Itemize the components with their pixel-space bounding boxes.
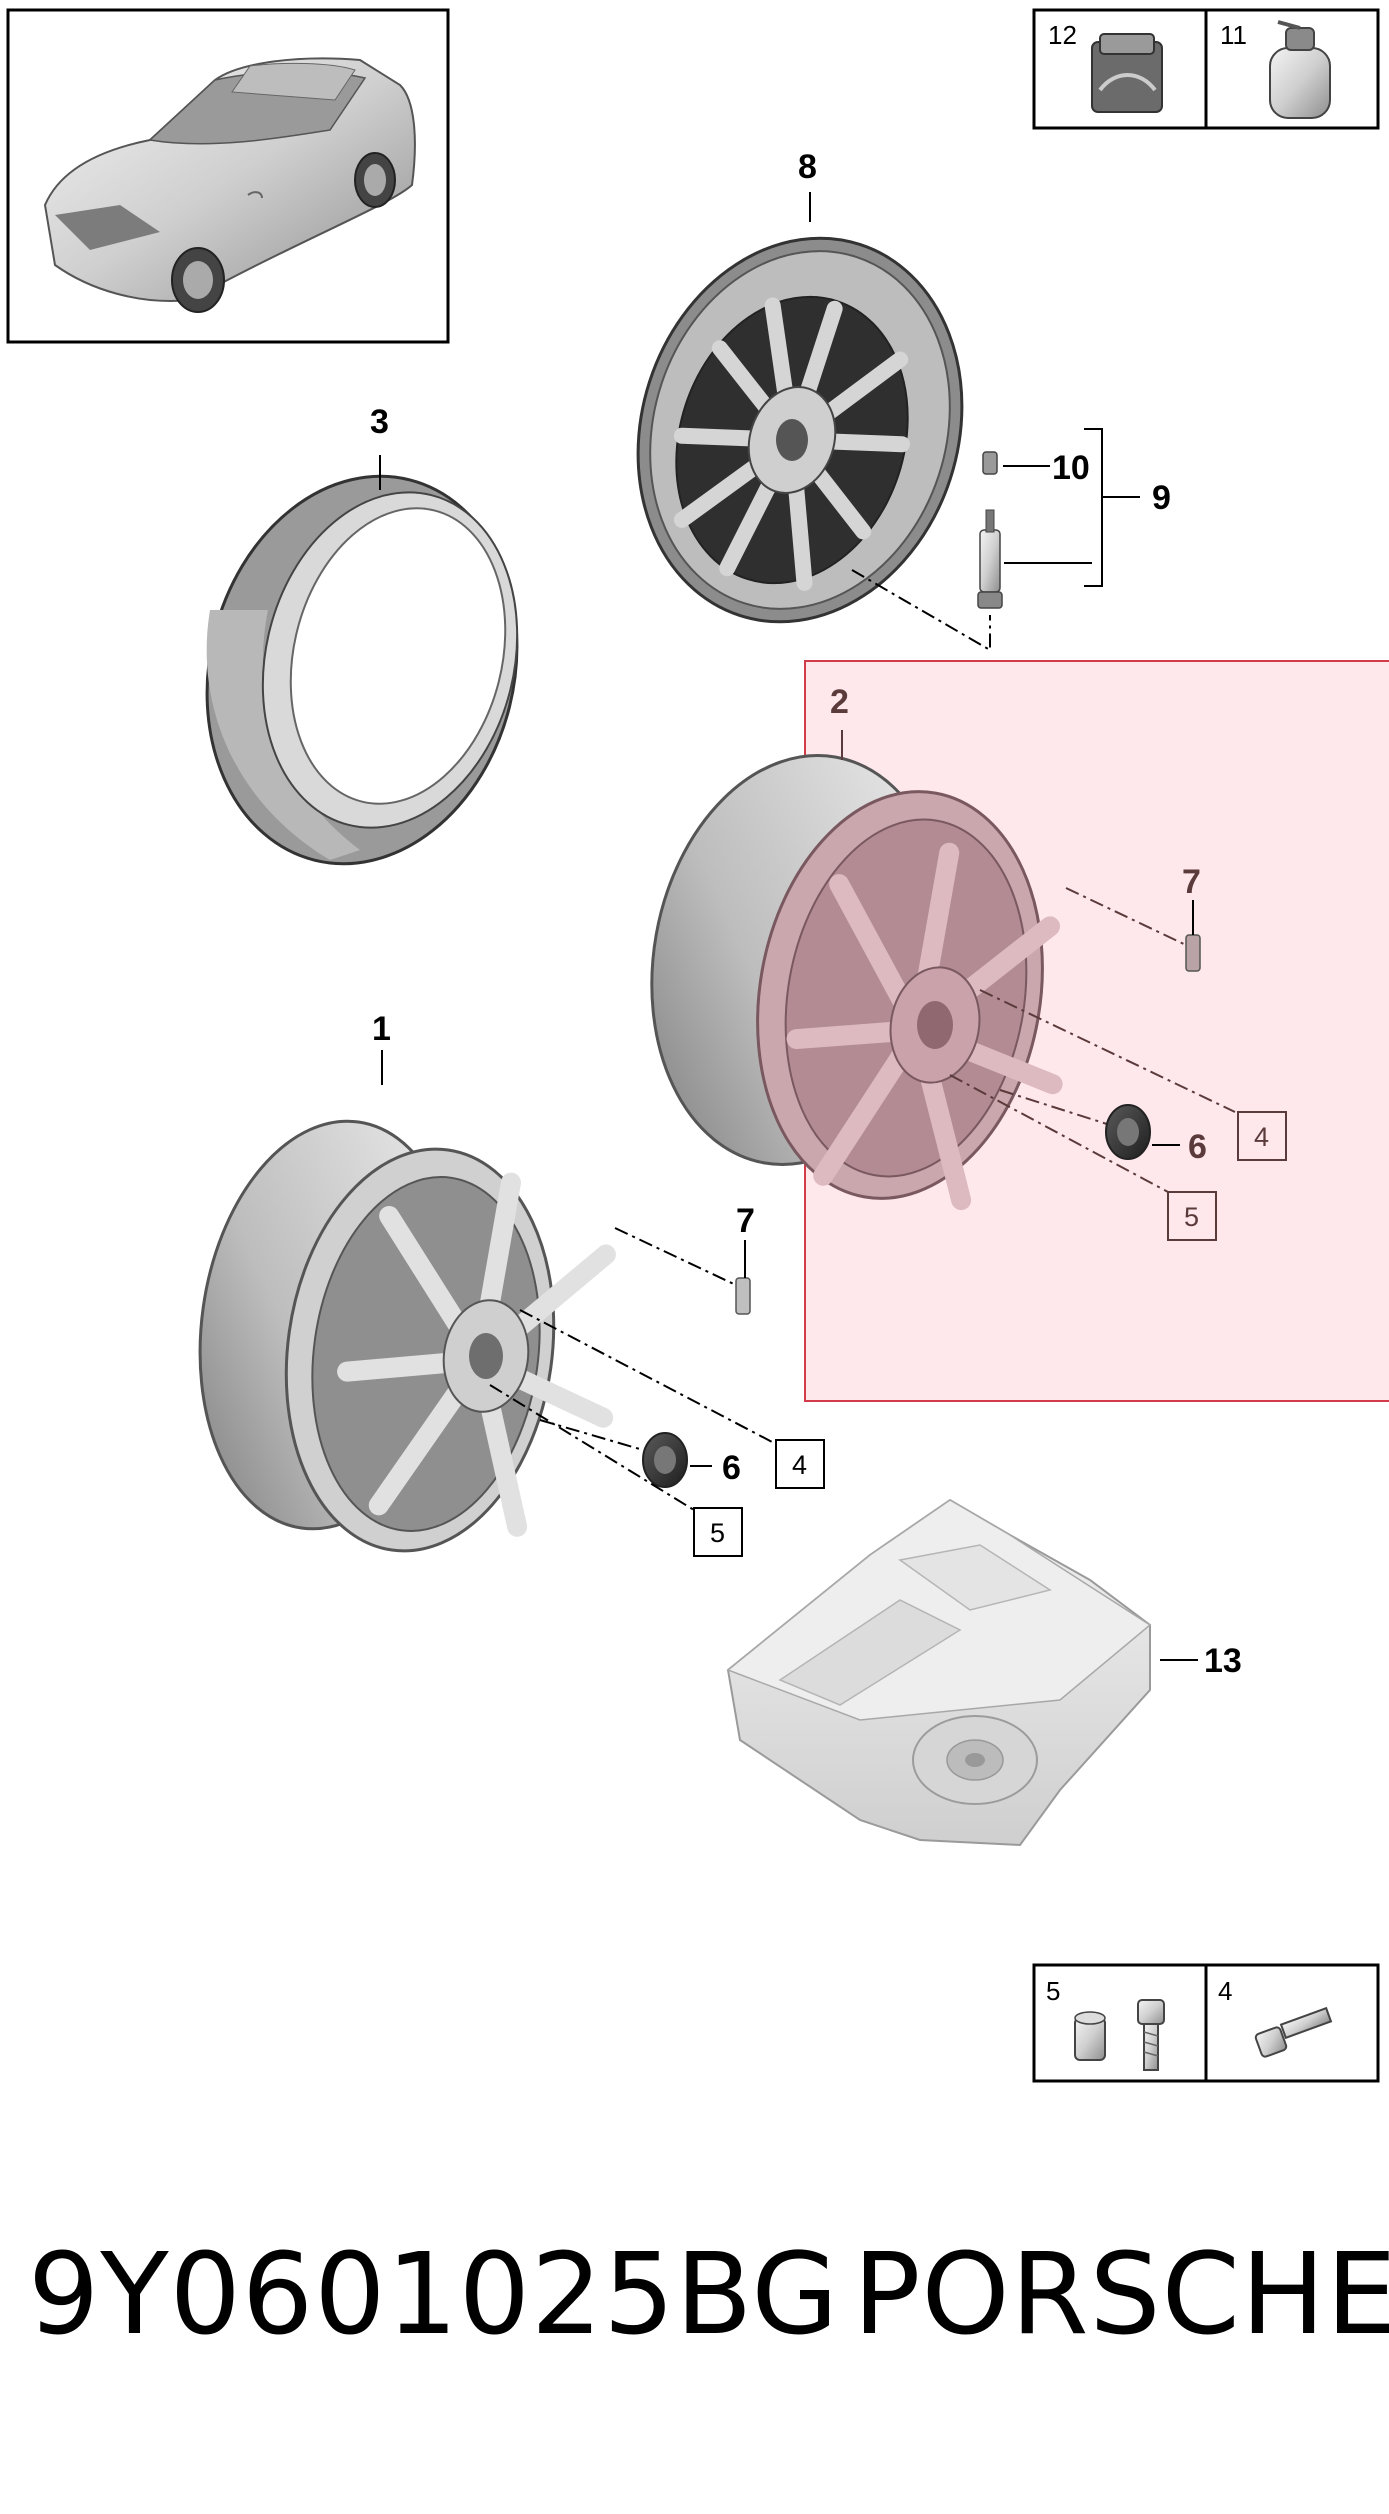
tool-tray [726, 1498, 1152, 1847]
callout-6-lower: 6 [722, 1449, 741, 1487]
callout-1: 1 [372, 1010, 391, 1048]
hub-cap-lower [642, 1432, 688, 1488]
callout-4-lower: 4 [792, 1450, 807, 1480]
lock-bolt-box-lower [693, 1507, 743, 1557]
callout-9: 9 [1152, 479, 1171, 517]
footer: 9Y0601025BG PORSCHE [0, 2230, 1389, 2360]
callout-5-upper: 5 [1184, 1202, 1199, 1232]
wheel-bolt-icon [1254, 2006, 1333, 2058]
callout-8: 8 [798, 148, 817, 186]
callout-10: 10 [1052, 449, 1090, 487]
suv-illustration [43, 57, 416, 313]
bolt-box-upper [1237, 1111, 1287, 1161]
callout-13: 13 [1204, 1642, 1242, 1680]
hub-cap-upper [1105, 1104, 1151, 1160]
tire-valve [977, 451, 1003, 609]
inset-label-11: 11 [1220, 20, 1247, 50]
part-number: 9Y0601025BG [28, 2230, 840, 2360]
rim-rear [650, 754, 1063, 1211]
spare-wheel-tire [636, 236, 964, 624]
inset-label-4: 4 [1218, 1976, 1232, 2006]
balance-weight-lower [735, 1277, 751, 1315]
callout-4-upper: 4 [1254, 1122, 1269, 1152]
callout-2: 2 [830, 683, 849, 721]
callout-6-upper: 6 [1188, 1128, 1207, 1166]
vehicle-inset [6, 8, 450, 344]
callout-3: 3 [370, 403, 389, 441]
lock-bolt-box-upper [1167, 1191, 1217, 1241]
brand-name: PORSCHE [853, 2230, 1389, 2360]
bolt-box-lower [775, 1439, 825, 1489]
tire [205, 474, 519, 866]
bottom-right-inset: 5 4 [1032, 1963, 1380, 2083]
top-right-inset: 12 11 [1032, 8, 1380, 130]
inset-label-12: 12 [1048, 20, 1077, 50]
rim-front [198, 1119, 616, 1553]
tire-repair-kit-icon [1091, 33, 1163, 113]
balance-weight-upper [1185, 934, 1201, 972]
callout-7-lower: 7 [736, 1202, 755, 1240]
inset-label-5: 5 [1046, 1976, 1060, 2006]
callout-7-upper: 7 [1182, 863, 1201, 901]
lock-bolt-adapter-icon [1074, 1999, 1165, 2071]
sealant-bottle-icon [1269, 20, 1331, 119]
callout-5-lower: 5 [710, 1518, 725, 1548]
